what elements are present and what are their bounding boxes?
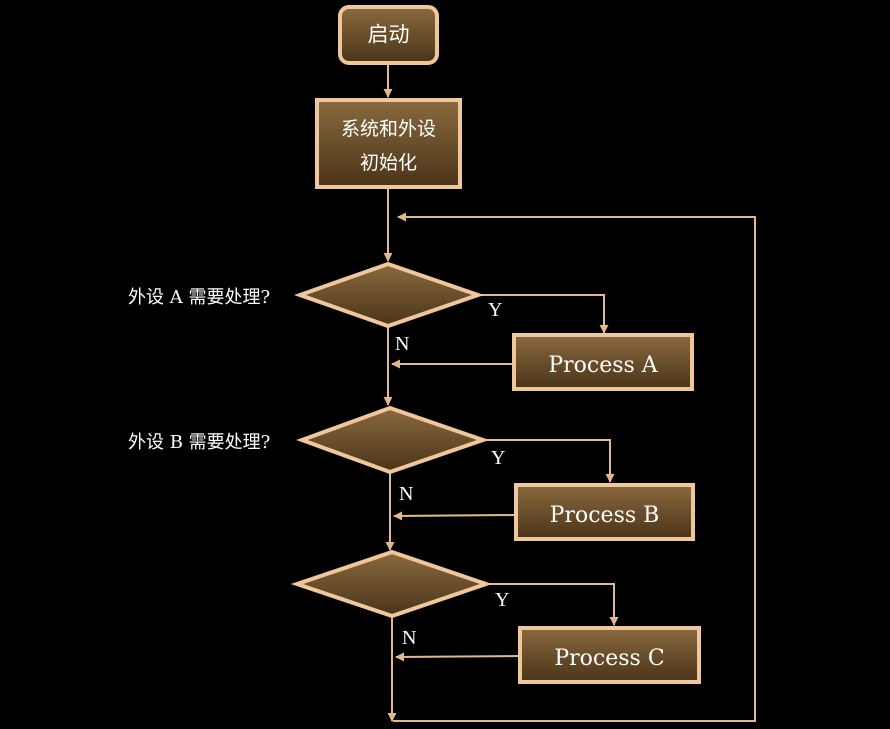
init-label-line1: 系统和外设 bbox=[341, 118, 436, 140]
process-c-box bbox=[518, 626, 701, 684]
decision-c-no-label: N bbox=[402, 627, 416, 649]
decision-c-diamond bbox=[290, 549, 493, 619]
decision-a-diamond bbox=[293, 261, 485, 329]
connector-c-yes bbox=[486, 583, 619, 626]
decision-a-yes-label: Y bbox=[488, 299, 502, 321]
start-label: 启动 bbox=[368, 23, 410, 47]
decision-a bbox=[293, 261, 485, 329]
process-a-box bbox=[512, 333, 694, 391]
init-box bbox=[315, 98, 462, 189]
connector-a-yes bbox=[478, 294, 609, 334]
init-node: 系统和外设 初始化 bbox=[315, 98, 462, 189]
connector-loop-back bbox=[393, 212, 756, 722]
decision-b-question: 外设 B 需要处理? bbox=[128, 432, 270, 453]
start-box bbox=[338, 5, 439, 65]
process-a-label: Process A bbox=[548, 353, 658, 378]
decision-a-question: 外设 A 需要处理? bbox=[128, 287, 270, 308]
decision-b-yes-label: Y bbox=[491, 447, 505, 469]
process-b-label: Process B bbox=[550, 503, 660, 528]
decision-b-diamond bbox=[296, 405, 490, 475]
process-c-node: Process C bbox=[518, 626, 701, 684]
decision-b bbox=[296, 405, 490, 475]
connector-process-b-return bbox=[393, 511, 517, 521]
process-b-node: Process B bbox=[514, 483, 695, 541]
start-node: 启动 bbox=[338, 5, 439, 65]
process-b-box bbox=[514, 483, 695, 541]
decision-c-yes-label: Y bbox=[495, 589, 509, 611]
process-c-label: Process C bbox=[554, 646, 664, 671]
process-a-node: Process A bbox=[512, 333, 694, 391]
connector-b-yes bbox=[483, 439, 615, 483]
connectors bbox=[383, 64, 756, 722]
decision-b-no-label: N bbox=[399, 483, 413, 505]
init-label-line2: 初始化 bbox=[360, 152, 417, 174]
decision-a-no-label: N bbox=[395, 333, 409, 355]
decision-c bbox=[290, 549, 493, 619]
connector-process-c-return bbox=[395, 652, 521, 662]
